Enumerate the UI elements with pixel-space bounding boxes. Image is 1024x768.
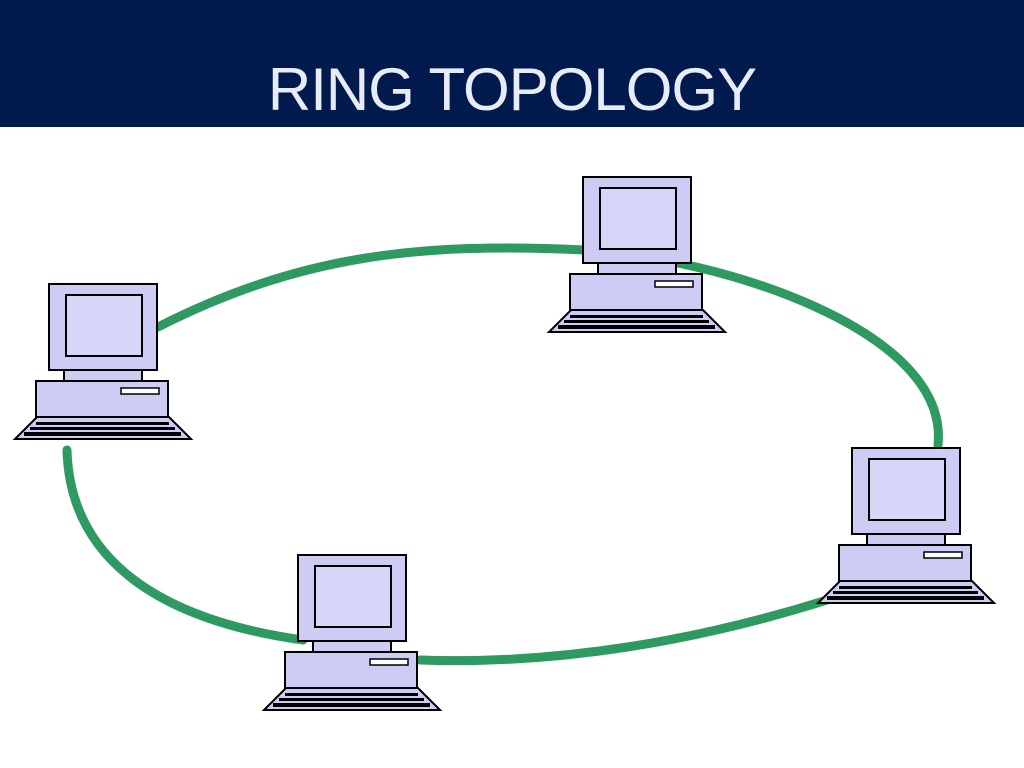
computer-right-icon: [817, 447, 995, 604]
title-bar: [0, 0, 1024, 127]
ring-connection: [62, 243, 943, 666]
computer-bottom-icon: [263, 554, 441, 711]
computer-left-icon: [14, 283, 192, 440]
slide-title: RING TOPOLOGY: [267, 56, 757, 123]
computer-top-icon: [548, 176, 726, 333]
